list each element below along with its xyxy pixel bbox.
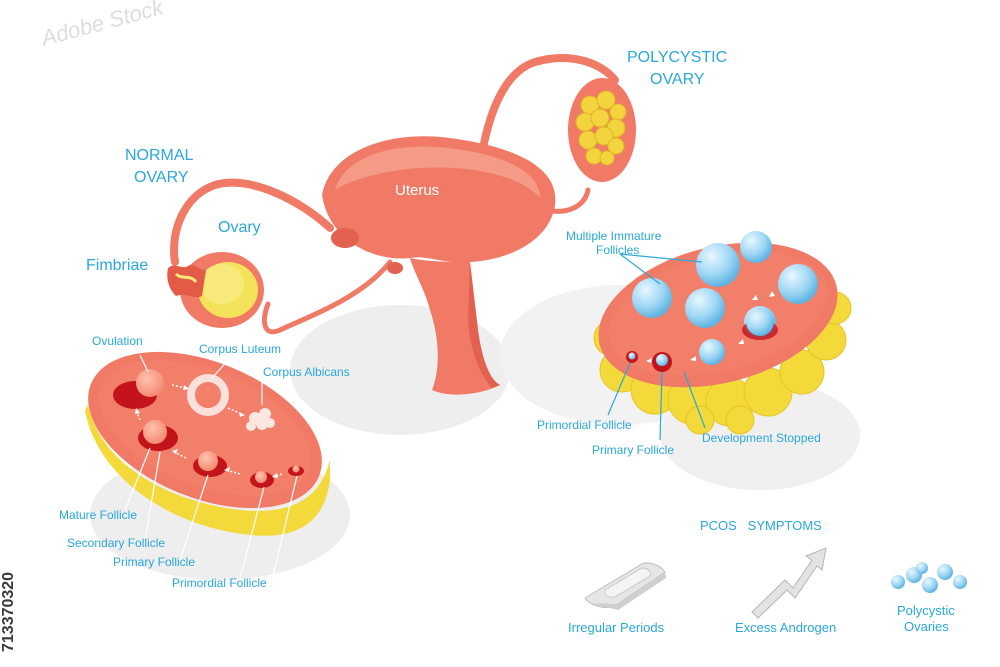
multiple-immature-follicles-label-line1: Multiple Immature — [566, 229, 662, 243]
mature-follicle-label: Mature Follicle — [59, 508, 138, 522]
uterus — [170, 54, 619, 395]
irregular-periods-label: Irregular Periods — [568, 620, 665, 635]
uterus-label: Uterus — [395, 182, 440, 199]
polycystic-ovary-section — [593, 231, 852, 441]
multiple-immature-follicles-label-line2: Follicles — [596, 243, 640, 257]
pad-icon — [584, 562, 666, 610]
fimbriae-label: Fimbriae — [86, 257, 149, 274]
primordial-follicle-left-label: Primordial Follicle — [172, 576, 267, 590]
polycystic-ovaries-label-line1: Polycystic — [897, 603, 955, 618]
rising-arrow-icon — [751, 547, 827, 619]
primordial-follicle-right-label: Primordial Follicle — [537, 418, 632, 432]
small-polycystic-ovary — [568, 78, 636, 182]
polycystic-ovary-title-line1: POLYCYSTIC — [627, 49, 728, 66]
normal-ovary-title-line2: OVARY — [134, 169, 189, 186]
excess-androgen-label: Excess Androgen — [735, 620, 837, 635]
primary-follicle-right-label: Primary Follicle — [592, 443, 675, 457]
polycystic-ovaries-label-line2: Ovaries — [904, 619, 949, 634]
corpus-albicans-label: Corpus Albicans — [263, 365, 350, 379]
normal-ovary-title-line1: NORMAL — [125, 147, 194, 164]
ovulation-label: Ovulation — [92, 334, 143, 348]
normal-ovary-section — [85, 351, 330, 581]
normal-ovary — [167, 252, 264, 328]
pcos-symptoms-title: PCOS SYMPTOMS — [700, 518, 822, 533]
stock-id-watermark: 713370320 — [0, 571, 17, 652]
primary-follicle-left-label: Primary Follicle — [113, 555, 196, 569]
corpus-luteum-label: Corpus Luteum — [199, 342, 282, 356]
ovary-label: Ovary — [218, 219, 261, 236]
polycystic-ovary-title-line2: OVARY — [650, 71, 705, 88]
development-stopped-label: Development Stopped — [702, 431, 821, 445]
secondary-follicle-label: Secondary Follicle — [67, 536, 166, 550]
cysts-icon — [891, 562, 967, 593]
